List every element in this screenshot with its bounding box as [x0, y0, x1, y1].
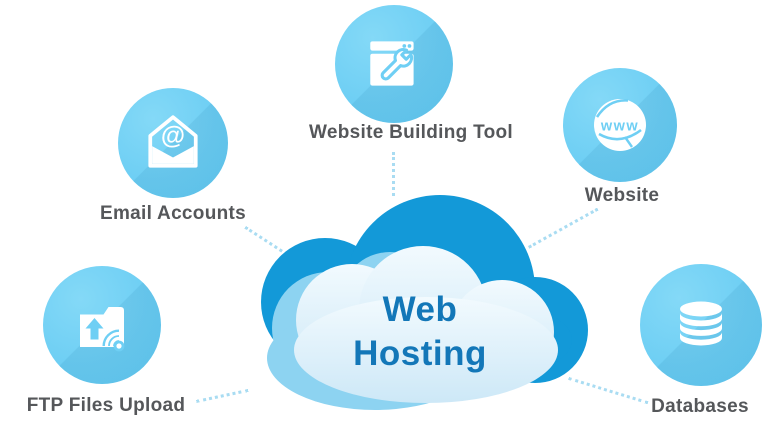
www-globe-icon: www [594, 99, 646, 151]
node-label-website-building-tool: Website Building Tool [308, 122, 514, 143]
svg-text:@: @ [161, 123, 185, 150]
node-label-ftp-files-upload: FTP Files Upload [26, 395, 186, 416]
node-label-email-accounts: Email Accounts [99, 203, 247, 224]
website-building-tool-circle [335, 5, 453, 123]
node-label-website: Website [584, 185, 660, 206]
globe-www-text: www [600, 119, 639, 135]
connector-builder-to-cloud [392, 152, 395, 196]
cloud-title: Web Hosting [330, 288, 510, 376]
website-circle: www [563, 68, 677, 182]
email-at-envelope-icon: @ [148, 115, 198, 168]
cloud-icon [261, 195, 588, 410]
ftp-files-upload-circle [43, 266, 161, 384]
upload-arrow-icon [85, 318, 104, 340]
email-accounts-circle: @ [118, 88, 228, 198]
signal-waves-icon [102, 329, 125, 352]
database-stack-icon [680, 301, 722, 346]
folder-upload-icon [80, 307, 125, 352]
node-label-databases: Databases [651, 396, 749, 417]
databases-circle [640, 264, 762, 386]
cloud-title-line2: Hosting [353, 334, 487, 373]
cloud-front-layer [294, 246, 558, 403]
cloud-title-line1: Web [382, 290, 458, 329]
browser-wrench-icon [370, 41, 414, 86]
